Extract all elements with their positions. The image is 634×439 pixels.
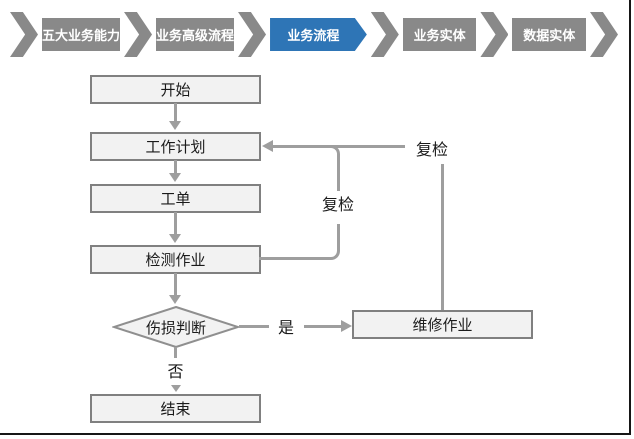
connector-recheck-inner-vertical-lower [337, 224, 340, 246]
chevron-separator-icon [370, 12, 399, 57]
edge-label-recheck-outer: 复检 [415, 141, 448, 159]
arrowhead-order-to-inspection [169, 234, 181, 243]
edge-label-yes: 是 [277, 319, 294, 337]
chevron-separator-icon [124, 12, 153, 57]
node-damage-decision-label: 伤损判断 [145, 319, 206, 337]
node-end: 结束 [90, 394, 261, 423]
connector-recheck-outer-vertical [441, 164, 444, 310]
edge-label-no: 否 [167, 364, 184, 381]
connector-inspection-to-decision [174, 273, 177, 296]
connector-yes-line-right [304, 325, 341, 328]
node-work-plan: 工作计划 [90, 132, 261, 161]
arrowhead-start-to-plan [169, 121, 181, 130]
edge-label-recheck-inner: 复检 [321, 197, 354, 214]
chevron-separator-icon [10, 12, 38, 57]
nav-step-business-process[interactable]: 业务流程 [270, 18, 367, 51]
node-work-order: 工单 [90, 184, 261, 213]
connector-yes-line-left [239, 325, 269, 328]
arrowhead-inspection-to-decision [169, 295, 181, 304]
nav-step-high-level-process[interactable]: 业务高级流程 [156, 18, 235, 51]
nav-step-data-entity[interactable]: 数据实体 [512, 18, 586, 51]
nav-step-business-capabilities[interactable]: 五大业务能力 [42, 18, 121, 51]
connector-recheck-inner-vertical-upper [337, 158, 340, 191]
connector-recheck-return-line [271, 145, 405, 148]
arrowhead-no-into-end [171, 385, 181, 392]
connector-no-line [174, 347, 177, 358]
connector-order-to-inspection [174, 212, 177, 235]
nav-step-business-entity[interactable]: 业务实体 [402, 18, 477, 51]
connector-plan-to-order [174, 160, 177, 174]
node-inspection: 检测作业 [90, 245, 261, 274]
process-breadcrumb: 五大业务能力 业务高级流程 业务流程 业务实体 数据实体 [10, 12, 618, 57]
connector-recheck-inner-corner-bottom [328, 246, 340, 260]
arrowhead-recheck-into-plan [262, 140, 273, 152]
connector-start-to-plan [174, 103, 177, 122]
arrowhead-yes-into-repair [341, 320, 352, 332]
chevron-separator-icon [590, 12, 618, 57]
node-start: 开始 [90, 75, 261, 104]
chevron-separator-icon [480, 12, 509, 57]
arrowhead-plan-to-order [169, 173, 181, 182]
connector-recheck-inner-horizontal [259, 257, 330, 260]
chevron-separator-icon [238, 12, 267, 57]
node-repair: 维修作业 [352, 310, 533, 339]
